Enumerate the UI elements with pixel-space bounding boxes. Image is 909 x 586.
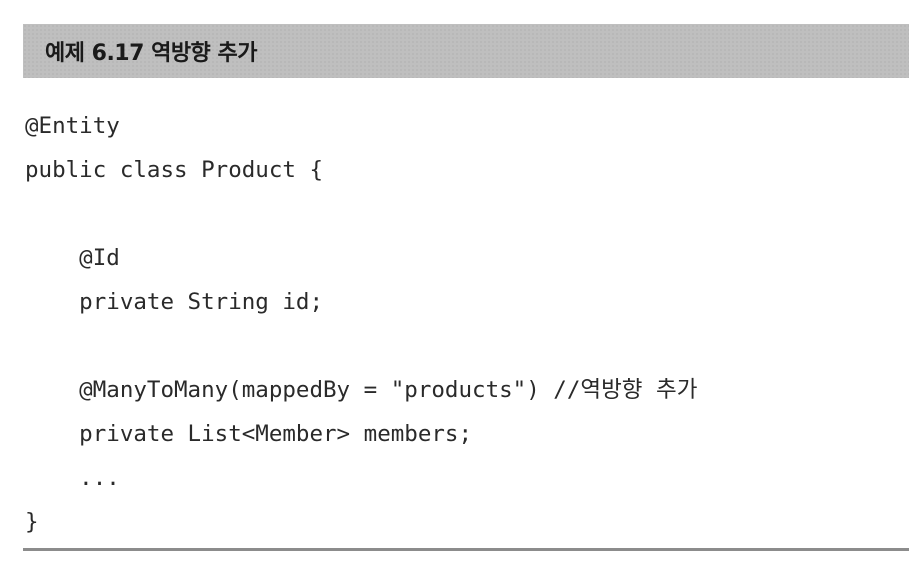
code-block: @Entity public class Product { @Id privat… — [25, 104, 697, 544]
bottom-divider — [23, 548, 909, 551]
code-line-class-declaration: public class Product { — [25, 157, 324, 183]
code-line-id-field: private String id; — [25, 289, 324, 315]
code-line-annotation-many-to-many: @ManyToMany(mappedBy = "products") //역방향… — [25, 377, 698, 403]
code-line-ellipsis: ... — [25, 465, 120, 491]
code-line-closing-brace: } — [25, 509, 39, 535]
example-header: 예제 6.17 역방향 추가 — [23, 24, 909, 78]
code-line-annotation-entity: @Entity — [25, 113, 120, 139]
code-line-blank — [25, 324, 697, 368]
code-line-members-field: private List<Member> members; — [25, 421, 473, 447]
code-line-blank — [25, 192, 697, 236]
example-title: 예제 6.17 역방향 추가 — [45, 41, 257, 66]
code-line-annotation-id: @Id — [25, 245, 120, 271]
